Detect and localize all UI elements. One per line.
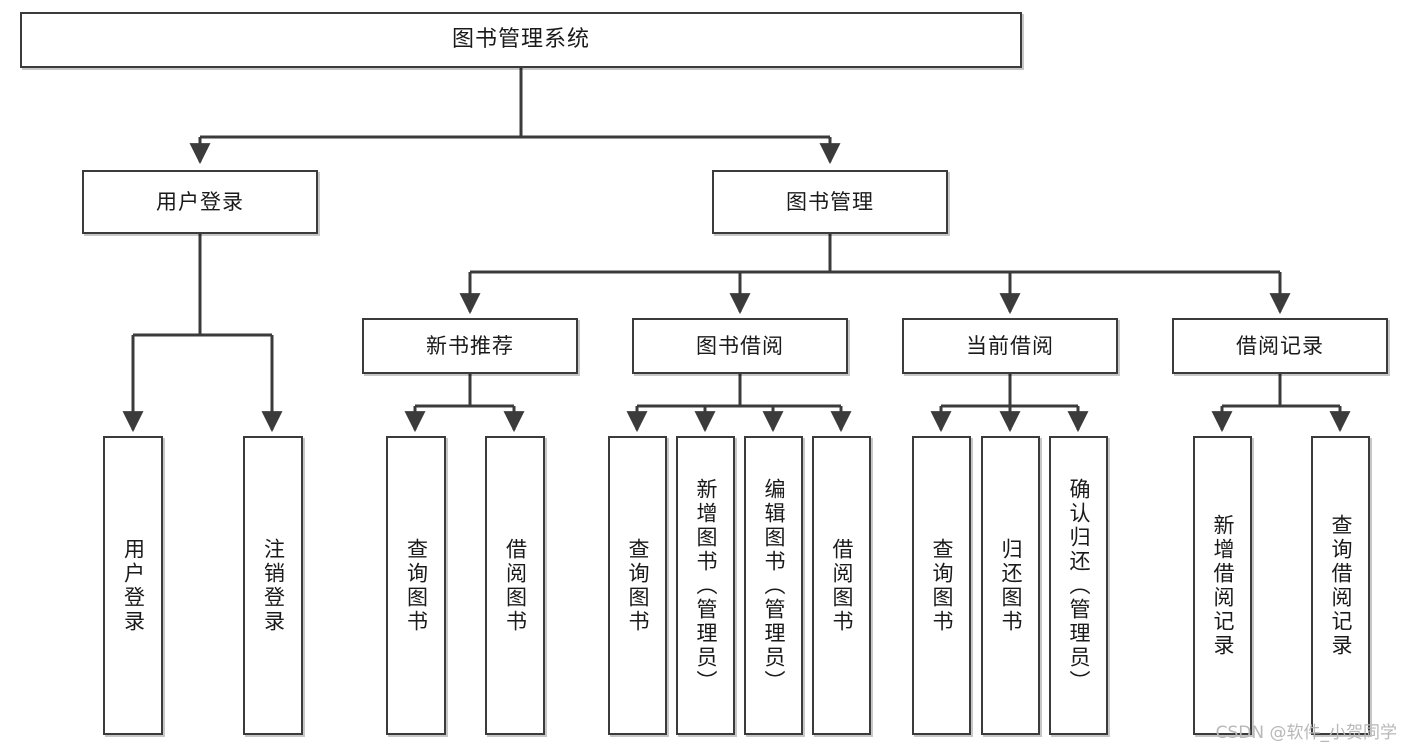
- node-leaf-newbook-borrow[interactable]: 借阅图书: [485, 436, 545, 735]
- node-leaf-borrow-edit-admin-label: 编辑图书（管理员）: [762, 477, 786, 694]
- node-current-borrow-label: 当前借阅: [966, 333, 1054, 358]
- node-leaf-record-query[interactable]: 查询借阅记录: [1311, 436, 1370, 735]
- node-leaf-current-return-label: 归还图书: [999, 537, 1023, 634]
- node-root-system[interactable]: 图书管理系统: [20, 12, 1022, 68]
- node-leaf-user-login-signin[interactable]: 用户登录: [103, 436, 163, 735]
- node-borrow-record[interactable]: 借阅记录: [1172, 318, 1388, 374]
- node-leaf-user-login-signin-label: 用户登录: [121, 537, 146, 634]
- node-user-login-label: 用户登录: [156, 189, 244, 214]
- node-leaf-newbook-borrow-label: 借阅图书: [503, 537, 528, 634]
- node-user-login[interactable]: 用户登录: [82, 170, 318, 234]
- node-leaf-newbook-query-label: 查询图书: [404, 537, 429, 634]
- node-leaf-newbook-query[interactable]: 查询图书: [386, 436, 446, 735]
- node-leaf-borrow-edit-admin[interactable]: 编辑图书（管理员）: [744, 436, 803, 735]
- node-leaf-record-query-label: 查询借阅记录: [1329, 513, 1353, 658]
- node-leaf-record-add-label: 新增借阅记录: [1211, 513, 1235, 658]
- node-new-book-recommend[interactable]: 新书推荐: [362, 318, 578, 374]
- node-leaf-current-query-label: 查询图书: [930, 537, 954, 634]
- node-leaf-borrow-query-label: 查询图书: [626, 537, 650, 634]
- node-leaf-current-confirm-admin[interactable]: 确认归还（管理员）: [1049, 436, 1108, 735]
- node-leaf-record-add[interactable]: 新增借阅记录: [1193, 436, 1252, 735]
- node-new-book-recommend-label: 新书推荐: [426, 333, 514, 358]
- node-leaf-borrow-borrow-label: 借阅图书: [830, 537, 854, 634]
- node-book-management[interactable]: 图书管理: [712, 170, 948, 234]
- node-leaf-user-login-signout[interactable]: 注销登录: [243, 436, 303, 735]
- node-leaf-borrow-add-admin-label: 新增图书（管理员）: [694, 477, 718, 694]
- watermark-text: CSDN @软件_小贺同学: [1215, 723, 1397, 743]
- node-leaf-current-return[interactable]: 归还图书: [981, 436, 1040, 735]
- node-current-borrow[interactable]: 当前借阅: [902, 318, 1118, 374]
- node-borrow-record-label: 借阅记录: [1236, 333, 1324, 358]
- node-leaf-borrow-borrow[interactable]: 借阅图书: [812, 436, 871, 735]
- node-leaf-borrow-add-admin[interactable]: 新增图书（管理员）: [676, 436, 735, 735]
- node-root-system-label: 图书管理系统: [451, 27, 590, 53]
- node-leaf-current-confirm-admin-label: 确认归还（管理员）: [1067, 477, 1091, 694]
- node-leaf-current-query[interactable]: 查询图书: [912, 436, 971, 735]
- node-book-borrow[interactable]: 图书借阅: [632, 318, 848, 374]
- node-leaf-borrow-query[interactable]: 查询图书: [608, 436, 667, 735]
- node-book-management-label: 图书管理: [786, 189, 874, 214]
- node-book-borrow-label: 图书借阅: [696, 333, 784, 358]
- node-leaf-user-login-signout-label: 注销登录: [261, 537, 286, 634]
